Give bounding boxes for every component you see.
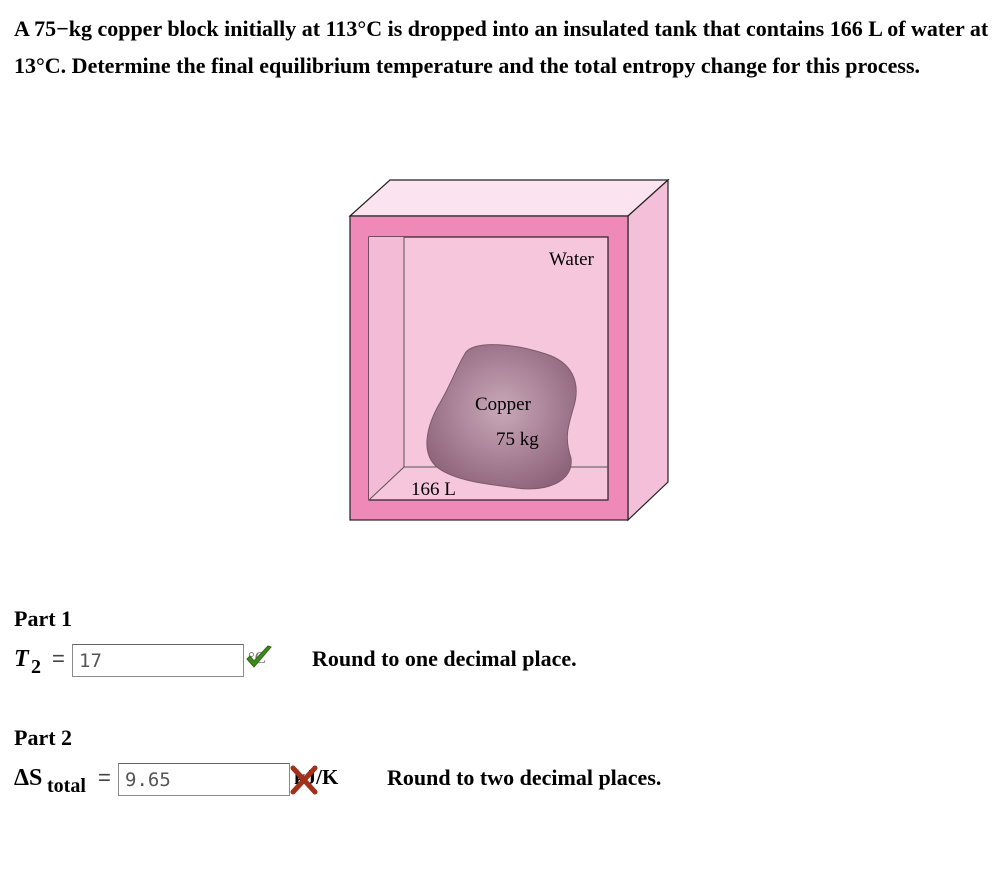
part1-title: Part 1 bbox=[14, 606, 73, 631]
part1-equals: = bbox=[52, 646, 65, 671]
volume-label: 166 L bbox=[411, 479, 456, 500]
part2-row: ΔS total = kJ/K Round to two decimal pla… bbox=[14, 759, 814, 799]
part2-equals: = bbox=[98, 765, 111, 790]
water-label: Water bbox=[549, 249, 595, 270]
part2-hint: Round to two decimal places. bbox=[387, 765, 662, 790]
tank-side-face bbox=[627, 178, 669, 522]
tank-figure: Water Copper 75 kg 166 L bbox=[348, 178, 670, 522]
check-icon bbox=[246, 645, 272, 668]
part2-title: Part 2 bbox=[14, 725, 73, 750]
mass-label: 75 kg bbox=[496, 429, 539, 450]
tank-inner-left-wall bbox=[369, 237, 404, 500]
part1-row: T 2 = °C Round to one decimal place. bbox=[14, 640, 714, 680]
copper-block bbox=[426, 344, 577, 490]
copper-label: Copper bbox=[475, 394, 532, 415]
cross-icon bbox=[290, 765, 318, 795]
part1-answer-input[interactable] bbox=[72, 644, 244, 677]
part2-subscript: total bbox=[47, 775, 86, 797]
tank-top-face bbox=[348, 179, 670, 217]
part1-subscript: 2 bbox=[31, 656, 41, 678]
part1-hint: Round to one decimal place. bbox=[312, 646, 577, 671]
problem-statement: A 75−kg copper block initially at 113°C … bbox=[14, 16, 989, 78]
part2-answer-input[interactable] bbox=[118, 763, 290, 796]
part2-variable: ΔS bbox=[14, 765, 43, 791]
part1-variable: T bbox=[14, 646, 29, 672]
